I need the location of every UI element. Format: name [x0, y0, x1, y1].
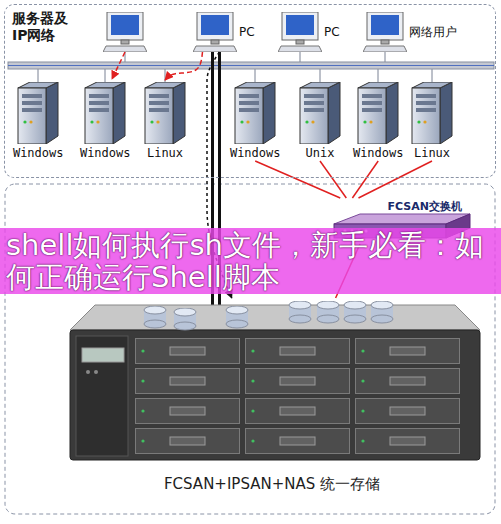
- icon-space: [298, 80, 342, 146]
- disk-volume: [371, 301, 393, 323]
- icon-space: [233, 80, 277, 146]
- server-node: Windows: [228, 80, 283, 161]
- node-label: FCSAN交换机: [322, 198, 474, 214]
- drive-bay: [136, 369, 240, 394]
- storage-node: FCSAN+IPSAN+NAS 统一存储: [60, 298, 484, 498]
- drive-bay: [136, 399, 240, 424]
- drop-wire: [320, 69, 321, 82]
- server-icon: [235, 82, 275, 144]
- connector: [165, 52, 202, 80]
- node-label: PC: [239, 25, 255, 39]
- drive-bay: [246, 399, 350, 424]
- drive-bay: [246, 429, 350, 454]
- array-button: [94, 370, 98, 374]
- server-icon: [85, 82, 125, 144]
- disk-volume: [317, 301, 339, 323]
- server-node: Windows: [78, 80, 133, 161]
- array-lcd: [82, 348, 124, 362]
- pc-icon: [278, 12, 322, 52]
- icon-space: [143, 80, 187, 146]
- drop-wire: [105, 69, 106, 82]
- array-top: [70, 305, 480, 330]
- drop-wire: [255, 69, 256, 82]
- disk-volume: [344, 301, 366, 323]
- drive-bay: [136, 429, 240, 454]
- pc-icon: [193, 12, 237, 52]
- array-panel: [76, 336, 128, 456]
- node-label: PC: [324, 25, 340, 39]
- storage-caption: FCSAN+IPSAN+NAS 统一存储: [164, 475, 380, 498]
- server-icon: [18, 82, 58, 144]
- access-arrow: [112, 52, 125, 79]
- disk-volume: [144, 306, 166, 328]
- drive-bay: [356, 339, 460, 364]
- pc-icons: [103, 12, 407, 52]
- node-label: 网络用户: [409, 24, 457, 41]
- icon-space: [410, 80, 454, 146]
- icon-space: [279, 12, 321, 52]
- server-node: Linux: [410, 80, 454, 161]
- connector: [352, 161, 378, 198]
- drop-wire: [300, 52, 301, 62]
- icon-space: [356, 80, 400, 146]
- drop-wire: [432, 69, 433, 82]
- drive-bay: [356, 369, 460, 394]
- network-bar-line: [8, 65, 494, 66]
- network-region: 服务器及IP网络 PC PC 网络用户 Windows Windows Linux Windo…: [4, 4, 496, 178]
- pc-node: 网络用户: [364, 12, 457, 52]
- pc-icon: [103, 12, 147, 52]
- icon-space: [16, 80, 60, 146]
- node-label: Linux: [145, 146, 185, 161]
- node-label: Linux: [412, 146, 452, 161]
- server-icon: [145, 82, 185, 144]
- region-label: 服务器及IP网络: [5, 5, 72, 44]
- network-bar: [8, 62, 494, 69]
- server-node: Windows: [351, 80, 406, 161]
- pc-node: PC: [194, 12, 255, 52]
- server-icon: [300, 82, 340, 144]
- server-icon: [412, 82, 452, 144]
- connector: [358, 161, 432, 198]
- pc-node: PC: [279, 12, 340, 52]
- icon-space: [194, 12, 236, 52]
- server-icons: [18, 82, 452, 144]
- drop-wire: [38, 69, 39, 82]
- drive-bay: [136, 339, 240, 364]
- server-node: Windows: [11, 80, 66, 161]
- storage-array: [70, 301, 480, 460]
- array-button: [86, 370, 90, 374]
- overlay-banner: shell如何执行sh文件，新手必看：如何正确运行Shell脚本: [0, 228, 501, 294]
- pc-icon: [363, 12, 407, 52]
- node-label: Unix: [304, 146, 337, 161]
- icon-space: [364, 12, 406, 52]
- server-node: Linux: [143, 80, 187, 161]
- connector: [255, 161, 340, 198]
- disk-volume: [226, 306, 248, 328]
- array-front: [70, 330, 480, 460]
- node-label: Windows: [228, 146, 283, 161]
- node-label: Windows: [11, 146, 66, 161]
- disk-volume: [174, 308, 196, 330]
- drive-bay: [246, 369, 350, 394]
- drop-wire: [385, 52, 386, 62]
- icon-space: [83, 80, 127, 146]
- drive-bay: [356, 399, 460, 424]
- node-label: Windows: [351, 146, 406, 161]
- disk-volume: [289, 301, 311, 323]
- drive-bay: [356, 429, 460, 454]
- drive-bay: [246, 339, 350, 364]
- drop-wire: [378, 69, 379, 82]
- server-node: Unix: [298, 80, 342, 161]
- server-icon: [358, 82, 398, 144]
- connector: [320, 161, 346, 198]
- node-label: Windows: [78, 146, 133, 161]
